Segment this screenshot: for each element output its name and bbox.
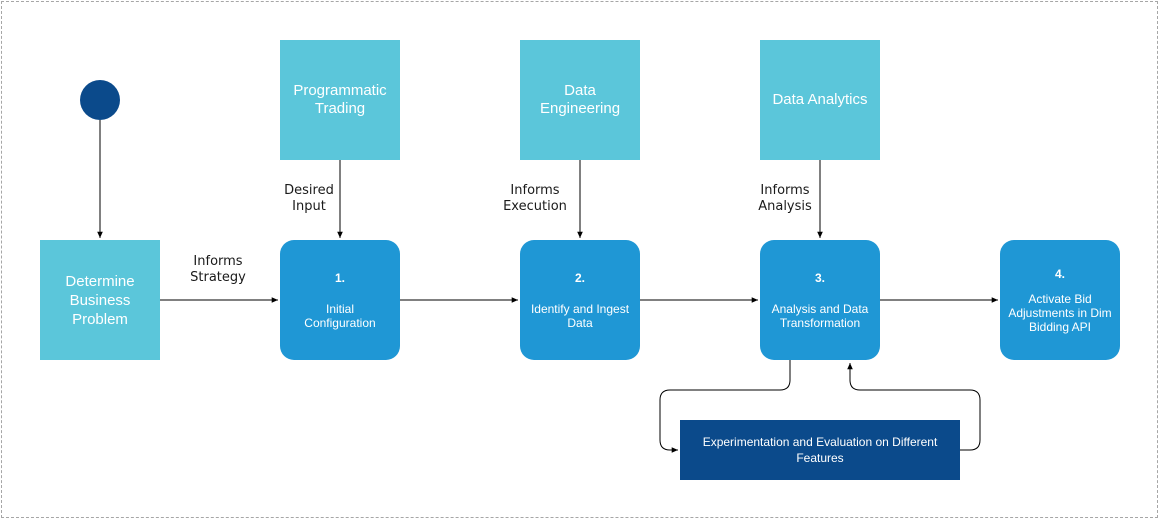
step-3-number: 3.: [814, 270, 825, 285]
step-2-label: Identify and Ingest Data: [530, 301, 630, 330]
step-1-number: 1.: [334, 270, 345, 285]
step-4-label: Activate Bid Adjustments in Dim Bidding …: [1008, 291, 1112, 334]
programmatic-trading-label: Programmatic Trading: [293, 82, 387, 117]
problem-box: Determine Business Problem: [40, 240, 160, 360]
step-4-number: 4.: [1054, 266, 1065, 281]
step-3-box: 3. Analysis and Data Transformation: [760, 240, 880, 360]
data-engineering-box: Data Engineering: [520, 40, 640, 160]
experimentation-box: Experimentation and Evaluation on Differ…: [680, 420, 960, 480]
edge-label-informs-execution: Informs Execution: [503, 183, 567, 214]
step-1-label: Initial Configuration: [304, 301, 376, 330]
data-engineering-label: Data Engineering: [539, 82, 621, 117]
step-3-label: Analysis and Data Transformation: [771, 301, 869, 330]
experimentation-label: Experimentation and Evaluation on Differ…: [702, 435, 938, 465]
step-1-box: 1. Initial Configuration: [280, 240, 400, 360]
step-2-number: 2.: [574, 270, 585, 285]
step-2-box: 2. Identify and Ingest Data: [520, 240, 640, 360]
start-node: [80, 80, 120, 120]
edge-label-desired-input: Desired Input: [284, 183, 334, 214]
step-4-box: 4. Activate Bid Adjustments in Dim Biddi…: [1000, 240, 1120, 360]
edge-label-informs-analysis: Informs Analysis: [758, 183, 812, 214]
problem-label: Determine Business Problem: [65, 272, 135, 328]
programmatic-trading-box: Programmatic Trading: [280, 40, 400, 160]
data-analytics-label: Data Analytics: [772, 91, 868, 108]
arrow-experiment-to-step3: [847, 363, 981, 451]
data-analytics-box: Data Analytics: [760, 40, 880, 160]
arrow-step3-to-experiment: [659, 360, 791, 453]
edge-label-informs-strategy: Informs Strategy: [190, 254, 246, 285]
